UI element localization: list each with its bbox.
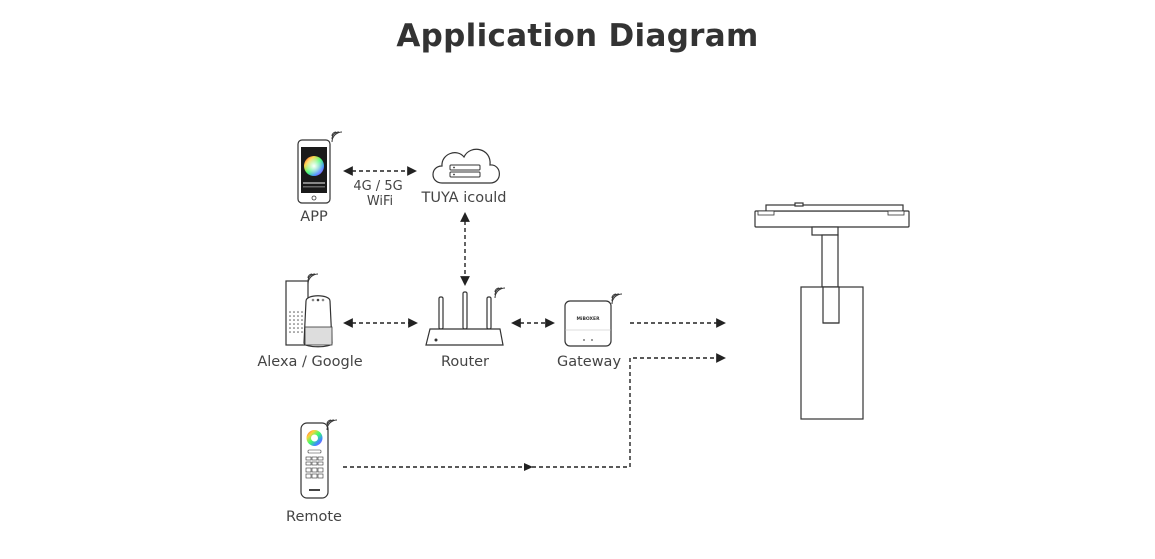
gateway-icon: MiBOXER [564, 293, 623, 347]
router-label: Router [441, 354, 489, 370]
wifi-signal-icon [611, 293, 623, 305]
router-icon [425, 287, 506, 346]
cloud-label: TUYA icould [420, 190, 506, 206]
gateway-label: Gateway [557, 354, 621, 370]
track-spotlight-icon [754, 202, 910, 420]
connector-remote-light-midarrow [524, 463, 533, 471]
connector-remote-light [343, 353, 726, 468]
page-title: Application Diagram [396, 18, 759, 54]
app-label: APP [300, 209, 328, 225]
smartphone-icon [297, 131, 343, 204]
wifi-signal-icon [307, 273, 319, 285]
wifi-signal-icon [494, 287, 506, 299]
cloud-server-icon [432, 148, 500, 184]
gateway-brand: MiBOXER [576, 316, 600, 322]
wifi-signal-icon [331, 131, 343, 143]
remote-control-icon [300, 419, 338, 499]
remote-label: Remote [286, 509, 342, 525]
network-label-line2: WiFi [367, 194, 393, 209]
smart-speaker-icon [285, 273, 333, 348]
voice-assistant-label: Alexa / Google [257, 354, 362, 370]
network-label-line1: 4G / 5G [353, 179, 402, 194]
wifi-signal-icon [326, 419, 338, 431]
